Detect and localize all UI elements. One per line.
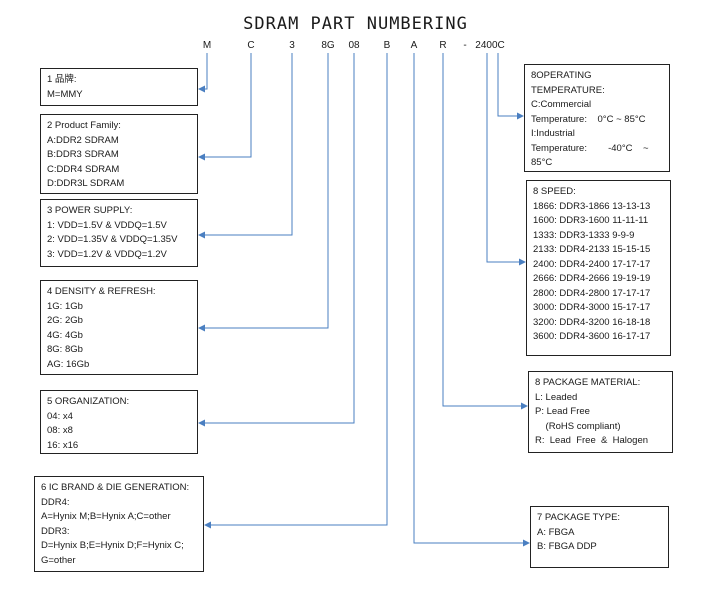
brand-box: 1 品牌: M=MMY — [40, 68, 198, 106]
box-line: 1 品牌: — [47, 74, 77, 85]
code-segment: 08 — [348, 40, 360, 51]
density-refresh-box: 4 DENSITY & REFRESH: 1G: 1Gb 2G: 2Gb 4G: 4G… — [40, 280, 198, 375]
box-line: 6 IC BRAND & DIE GENERATION: — [41, 482, 190, 493]
box-line: 2800: DDR4-2800 17-17-17 — [533, 287, 651, 299]
box-line: 1: VDD=1.5V & VDDQ=1.5V — [47, 219, 167, 231]
code-segment: B — [383, 40, 391, 51]
connector-arrow — [413, 53, 530, 547]
box-line: R: Lead Free & Halogen — [535, 435, 649, 446]
box-line: DDR3: — [41, 525, 70, 537]
box-line: TEMPERATURE: — [531, 84, 605, 96]
box-line: 1866: DDR3-1866 13-13-13 — [533, 200, 651, 212]
box-line: A=Hynix M;B=Hynix A;C=other — [41, 511, 171, 522]
speed-box: 8 SPEED: 1866: DDR3-1866 13-13-13 1600: DD… — [526, 180, 671, 356]
package-material-box: 8 PACKAGE MATERIAL: L: Leaded P: Lead Free… — [528, 371, 673, 453]
box-line: 8 PACKAGE MATERIAL: — [535, 377, 641, 388]
box-line: 8G: 8Gb — [47, 344, 83, 355]
box-line: AG: 16Gb — [47, 358, 90, 370]
code-segment: 3 — [289, 40, 295, 51]
diagram-title: SDRAM PART NUMBERING — [243, 14, 468, 34]
connector-arrow — [198, 53, 252, 161]
box-line: D=Hynix B;E=Hynix D;F=Hynix C; — [41, 540, 184, 551]
box-line: 2G: 2Gb — [47, 315, 83, 326]
box-line: 2 Product Family: — [47, 120, 121, 131]
connector-arrow — [486, 53, 526, 266]
code-segment: 8G — [321, 40, 335, 51]
box-line: I:Industrial — [531, 128, 575, 139]
code-segment: R — [439, 40, 447, 51]
code-segment: C — [247, 40, 255, 51]
box-line: 2400: DDR4-2400 17-17-17 — [533, 258, 651, 270]
box-line: 2133: DDR4-2133 15-15-15 — [533, 244, 651, 255]
box-line: A: FBGA — [537, 526, 575, 538]
box-line: Temperature: 0°C ~ 85°C — [531, 113, 646, 125]
ic-brand-die-box: 6 IC BRAND & DIE GENERATION: DDR4: A=Hynix… — [34, 476, 204, 572]
box-line: 04: x4 — [47, 410, 73, 422]
connector-arrow — [198, 53, 329, 332]
box-line: 2: VDD=1.35V & VDDQ=1.35V — [47, 234, 178, 245]
box-line: 8OPERATING — [531, 70, 592, 81]
box-line: G=other — [41, 554, 76, 566]
box-line: L: Leaded — [535, 391, 578, 403]
box-line: 3000: DDR4-3000 15-17-17 — [533, 302, 651, 313]
connector-arrow — [198, 53, 293, 239]
box-line: 3200: DDR4-3200 16-18-18 — [533, 316, 651, 328]
box-line: 1600: DDR3-1600 11-11-11 — [533, 215, 649, 226]
box-line: DDR4: — [41, 496, 70, 508]
code-segment: A — [410, 40, 418, 51]
box-line: D:DDR3L SDRAM — [47, 178, 125, 189]
box-line: 16: x16 — [47, 439, 79, 451]
box-line: 3: VDD=1.2V & VDDQ=1.2V — [47, 248, 167, 260]
box-line: 4 DENSITY & REFRESH: — [47, 286, 156, 297]
box-line: C:Commercial — [531, 99, 592, 110]
box-line: P: Lead Free — [535, 406, 590, 417]
box-line: 85°C — [531, 157, 553, 168]
box-line: B:DDR3 SDRAM — [47, 149, 119, 160]
box-line: 1333: DDR3-1333 9-9-9 — [533, 229, 635, 241]
box-line: 2666: DDR4-2666 19-19-19 — [533, 273, 651, 284]
box-line: B: FBGA DDP — [537, 541, 597, 552]
code-segment: 2400C — [475, 40, 505, 51]
power-supply-box: 3 POWER SUPPLY: 1: VDD=1.5V & VDDQ=1.5V 2:… — [40, 199, 198, 267]
organization-box: 5 ORGANIZATION: 04: x4 08: x8 16: x16 — [40, 390, 198, 454]
box-line: 3600: DDR4-3600 16-17-17 — [533, 331, 651, 342]
connector-arrow — [204, 53, 388, 529]
box-line: C:DDR4 SDRAM — [47, 163, 120, 175]
product-family-box: 2 Product Family: A:DDR2 SDRAM B:DDR3 SDRA… — [40, 114, 198, 194]
code-segment: M — [202, 40, 212, 51]
box-line: M=MMY — [47, 88, 83, 100]
box-line: 4G: 4Gb — [47, 329, 83, 341]
box-line: 5 ORGANIZATION: — [47, 396, 130, 407]
connector-arrow — [198, 53, 355, 427]
box-line: 3 POWER SUPPLY: — [47, 205, 133, 216]
box-line: 08: x8 — [47, 425, 73, 436]
box-line: Temperature: -40°C ~ — [531, 142, 649, 154]
package-type-box: 7 PACKAGE TYPE: A: FBGA B: FBGA DDP — [530, 506, 669, 568]
connector-arrow — [198, 53, 208, 93]
box-line: 1G: 1Gb — [47, 300, 83, 312]
box-line: 7 PACKAGE TYPE: — [537, 512, 621, 523]
connector-arrow — [442, 53, 528, 410]
box-line: (RoHS compliant) — [535, 420, 621, 432]
box-line: A:DDR2 SDRAM — [47, 134, 119, 146]
code-segment: - — [463, 40, 467, 51]
connector-arrow — [497, 53, 524, 120]
box-line: 8 SPEED: — [533, 186, 576, 197]
